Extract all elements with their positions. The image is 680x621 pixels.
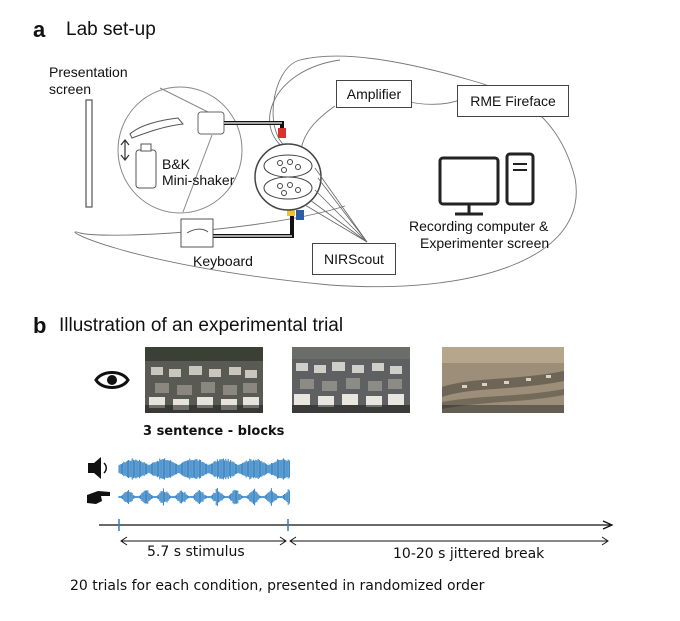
shaker-bubble (117, 86, 243, 214)
panel-b-letter: b (33, 313, 47, 338)
panel-a-letter: a (33, 17, 46, 42)
shaker-label-2: Mini-shaker (162, 172, 235, 188)
recording-label-1: Recording computer & (409, 218, 549, 234)
eye-icon (94, 371, 130, 389)
amplifier-box: Amplifier (336, 80, 412, 108)
keyboard-icon (180, 218, 214, 248)
presentation-screen-label-2: screen (49, 81, 92, 97)
amplifier-label: Amplifier (346, 86, 402, 102)
hand-icon (129, 117, 184, 139)
keyboard-label: Keyboard (193, 253, 253, 269)
tower-icon (505, 152, 535, 206)
pointing-hand-icon (87, 491, 110, 504)
blue-marker (296, 210, 304, 220)
video-frame-1 (145, 347, 263, 413)
speaker-icon (88, 457, 107, 479)
stimulus-label: 5.7 s stimulus (147, 544, 245, 560)
yellow-marker (287, 208, 295, 216)
panel-b-title: Illustration of an experimental trial (59, 315, 344, 336)
recording-label-2: Experimenter screen (420, 235, 550, 251)
blocks-label: 3 sentence - blocks (143, 424, 285, 439)
shaker-label-1: B&K (162, 156, 191, 172)
presentation-screen-shape (85, 99, 93, 208)
rme-fireface-label: RME Fireface (470, 93, 556, 109)
nirscout-label: NIRScout (324, 251, 384, 267)
presentation-screen-label-1: Presentation (49, 64, 128, 80)
video-frame-2 (292, 347, 410, 413)
footer-note: 20 trials for each condition, presented … (70, 578, 485, 594)
monitor-icon (438, 156, 500, 206)
video-frame-3 (442, 347, 564, 413)
tactile-waveform (118, 488, 290, 506)
red-marker (278, 128, 286, 138)
break-label: 10-20 s jittered break (393, 546, 545, 562)
audio-waveform (118, 458, 290, 480)
nirscout-box: NIRScout (312, 243, 396, 275)
panel-a-title: Lab set-up (66, 19, 156, 40)
cable-loop (74, 55, 577, 288)
rme-fireface-box: RME Fireface (457, 85, 569, 117)
